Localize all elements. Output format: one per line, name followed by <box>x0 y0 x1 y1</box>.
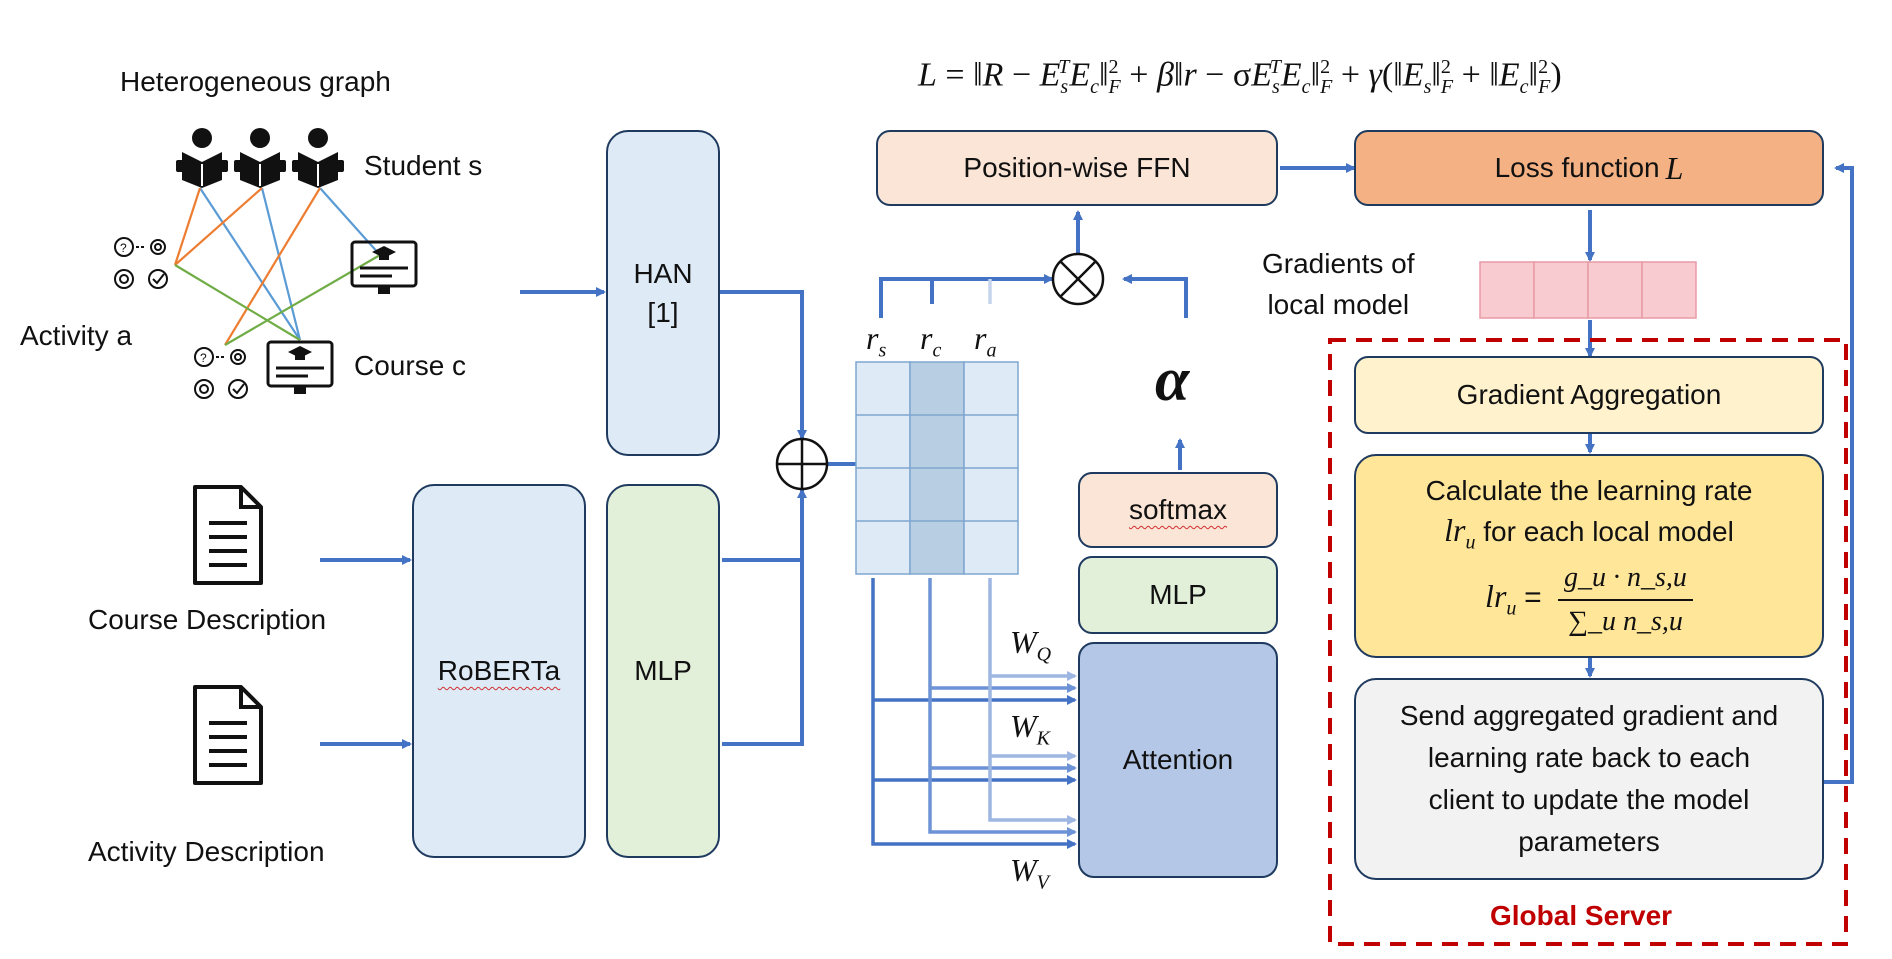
mlp-left-block: MLP <box>606 484 720 858</box>
student-icon <box>176 128 228 188</box>
edge-activity-course <box>174 264 301 341</box>
attention-inputs <box>871 279 1077 849</box>
arrow-alpha-to-mult <box>1122 274 1188 318</box>
arrow-matrix-to-mult <box>879 274 1054 318</box>
han-block: HAN [1] <box>606 130 720 456</box>
edge-student2-course <box>260 187 302 341</box>
ffn-block: Position-wise FFN <box>876 130 1278 206</box>
loss-block: Loss function L <box>1354 130 1824 206</box>
graph-edges <box>173 187 381 346</box>
graph-title: Heterogeneous graph <box>120 66 391 97</box>
activity-icon: ? <box>114 237 168 289</box>
arrow-mlp-bottom-to-sum <box>722 560 804 746</box>
svg-text:?: ? <box>200 351 207 365</box>
send-back-block: Send aggregated gradient and learning ra… <box>1354 678 1824 880</box>
course-document-icon <box>193 485 263 585</box>
loss-formula: L = ‖R − EsTEc‖2F + β‖r − σEsTEc‖2F + γ(… <box>918 56 1562 99</box>
course-label: Course c <box>354 350 467 381</box>
arrow-mlp-to-sum <box>722 488 807 562</box>
attention-block: Attention <box>1078 642 1278 878</box>
gradient-vector <box>1479 261 1697 319</box>
student-icon <box>234 128 286 188</box>
loss-symbol: L <box>1665 149 1684 186</box>
alpha-symbol: α <box>1155 346 1190 414</box>
sum-operator <box>775 437 829 491</box>
softmax-block: softmax <box>1078 472 1278 548</box>
edge-student1-course <box>199 187 301 341</box>
edge-student1-activity <box>173 187 202 266</box>
loss-label: Loss function <box>1494 152 1660 183</box>
gradients-label: Gradients of local model <box>1262 248 1415 320</box>
roberta-label: RoBERTa <box>437 655 561 686</box>
attention-label: Attention <box>1122 744 1234 775</box>
lr-line1: Calculate the learning rate <box>1425 474 1753 506</box>
edge-student2-activity <box>174 187 263 266</box>
student-icons <box>176 128 344 188</box>
product-operator <box>1051 252 1105 306</box>
arrow-han-to-sum <box>720 290 807 440</box>
send-back-label: Send aggregated gradient and learning ra… <box>1399 700 1779 857</box>
ffn-label: Position-wise FFN <box>963 152 1191 183</box>
roberta-block: RoBERTa <box>412 484 586 858</box>
matrix-col-label-c: rc <box>920 320 942 362</box>
matrix-col-label-s: rs <box>866 320 887 362</box>
edge-student3-activity2 <box>224 187 321 346</box>
mlp-right-label: MLP <box>1149 579 1207 610</box>
arrow-send-back-to-loss <box>1824 163 1854 784</box>
student-label: Student s <box>364 150 483 181</box>
mlp-right-block: MLP <box>1078 556 1278 634</box>
lr-line2: lru for each local model <box>1444 512 1734 554</box>
global-server-frame <box>1328 338 1848 946</box>
edge-student3-course2 <box>319 187 381 256</box>
global-server-title: Global Server <box>1490 900 1673 931</box>
han-title: HAN <box>633 257 693 289</box>
lr-formula: lru = g_u · n_s,u ∑_u n_s,u <box>1485 559 1693 641</box>
representation-matrix <box>855 361 1019 575</box>
weight-label-v: WV <box>1010 852 1049 894</box>
weight-label-k: WK <box>1010 708 1050 750</box>
edge-activity2-course2 <box>224 254 381 346</box>
han-reference: [1] <box>647 297 679 328</box>
activity-document-icon <box>193 685 263 785</box>
svg-text:?: ? <box>120 241 127 255</box>
mlp-left-label: MLP <box>634 655 692 686</box>
learning-rate-block: Calculate the learning rate lru for each… <box>1354 454 1824 658</box>
course-icon <box>350 240 418 294</box>
weight-label-q: WQ <box>1010 624 1052 666</box>
aggregation-block: Gradient Aggregation <box>1354 356 1824 434</box>
course-icon <box>266 340 334 394</box>
activity-icon: ? <box>194 347 248 399</box>
matrix-col-label-a: ra <box>974 320 997 362</box>
flow-arrows <box>320 163 1854 784</box>
softmax-label: softmax <box>1128 494 1228 525</box>
activity-label: Activity a <box>20 320 133 351</box>
student-icon <box>292 128 344 188</box>
aggregation-label: Gradient Aggregation <box>1456 379 1722 410</box>
activity-description-label: Activity Description <box>88 836 325 867</box>
course-description-label: Course Description <box>88 604 327 635</box>
